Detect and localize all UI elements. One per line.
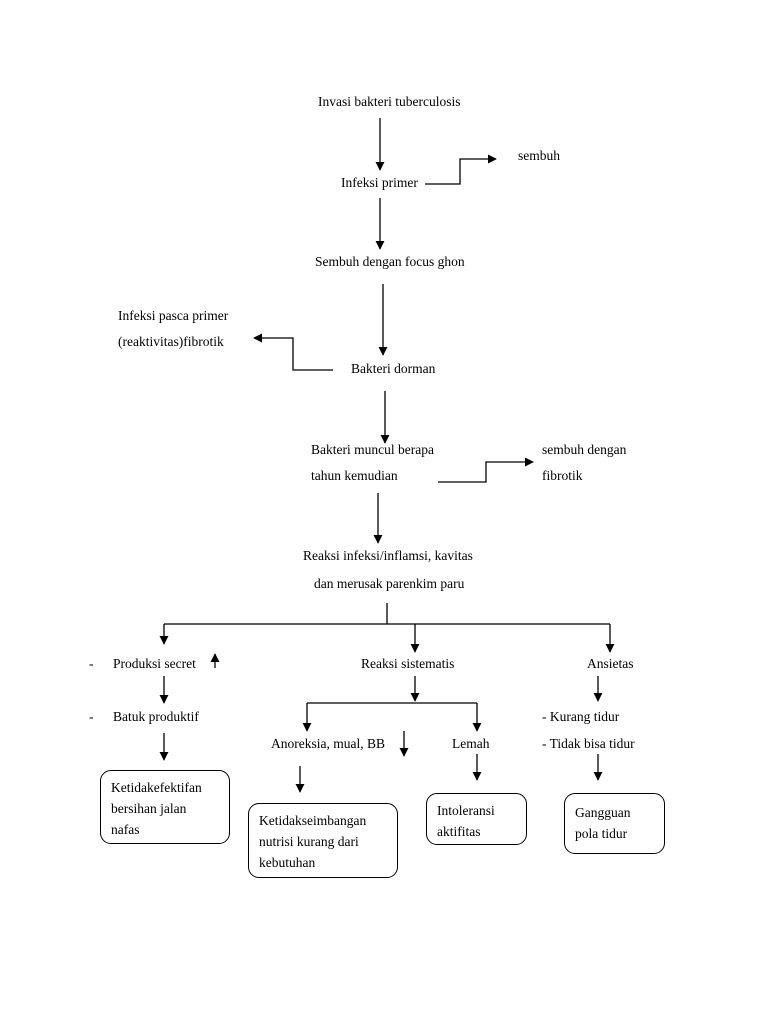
node-infeksi-primer: Infeksi primer: [341, 175, 418, 190]
arrow-muncul-to-sembuh-fibrotik: [438, 457, 534, 483]
node-muncul-line1: Bakteri muncul berapa: [311, 442, 434, 457]
node-sembuh: sembuh: [518, 148, 560, 163]
node-reaksi-line2: dan merusak parenkim paru: [314, 576, 465, 591]
node-bakteri-dorman: Bakteri dorman: [351, 361, 436, 376]
node-sembuh-fibrotik-line1: sembuh dengan: [542, 442, 627, 457]
diagnosis-intoleransi-box: Intoleransi aktifitas: [426, 793, 527, 845]
node-invasi: Invasi bakteri tuberculosis: [318, 94, 461, 109]
diagnosis-intoleransi-line: Intoleransi: [437, 803, 495, 818]
diagnosis-pola-tidur-line: pola tidur: [575, 826, 628, 841]
node-ansietas: Ansietas: [587, 656, 634, 671]
arrow-primer-to-sembuh: [425, 154, 497, 185]
node-lemah: Lemah: [452, 736, 490, 751]
node-pasca-primer-line1: Infeksi pasca primer: [118, 308, 229, 323]
node-batuk-produktif: Batuk produktif: [113, 709, 199, 724]
diagnosis-pola-tidur-box: Gangguan pola tidur: [564, 793, 665, 854]
diagnosis-bersihan-line: nafas: [111, 822, 140, 837]
node-produksi-secret: Produksi secret: [113, 656, 196, 671]
diagnosis-bersihan-line: Ketidakefektifan: [111, 780, 202, 795]
diagnosis-nutrisi-box: Ketidakseimbangan nutrisi kurang dari ke…: [248, 803, 398, 878]
node-sembuh-fibrotik-line2: fibrotik: [542, 468, 583, 483]
node-kurang-tidur: - Kurang tidur: [542, 709, 620, 724]
diagnosis-intoleransi-line: aktifitas: [437, 824, 481, 839]
diagnosis-pola-tidur-line: Gangguan: [575, 805, 631, 820]
node-tidak-bisa-tidur: - Tidak bisa tidur: [542, 736, 635, 751]
node-anoreksia: Anoreksia, mual, BB: [271, 736, 385, 751]
node-pasca-primer-line2: (reaktivitas)fibrotik: [118, 334, 224, 349]
node-focus-ghon: Sembuh dengan focus ghon: [315, 254, 465, 269]
diagnosis-nutrisi-line: kebutuhan: [259, 855, 316, 870]
node-muncul-line2: tahun kemudian: [311, 468, 398, 483]
diagnosis-bersihan-line: bersihan jalan: [111, 801, 187, 816]
node-reaksi-line1: Reaksi infeksi/inflamsi, kavitas: [303, 548, 473, 563]
diagnosis-nutrisi-line: Ketidakseimbangan: [259, 813, 367, 828]
arrow-dorman-to-pasca: [253, 333, 333, 371]
diagnosis-bersihan-box: Ketidakefektifan bersihan jalan nafas: [100, 770, 230, 844]
diagnosis-nutrisi-line: nutrisi kurang dari: [259, 834, 359, 849]
node-reaksi-sistematis: Reaksi sistematis: [361, 656, 455, 671]
dash-produksi: -: [89, 656, 94, 671]
dash-batuk: -: [89, 709, 94, 724]
